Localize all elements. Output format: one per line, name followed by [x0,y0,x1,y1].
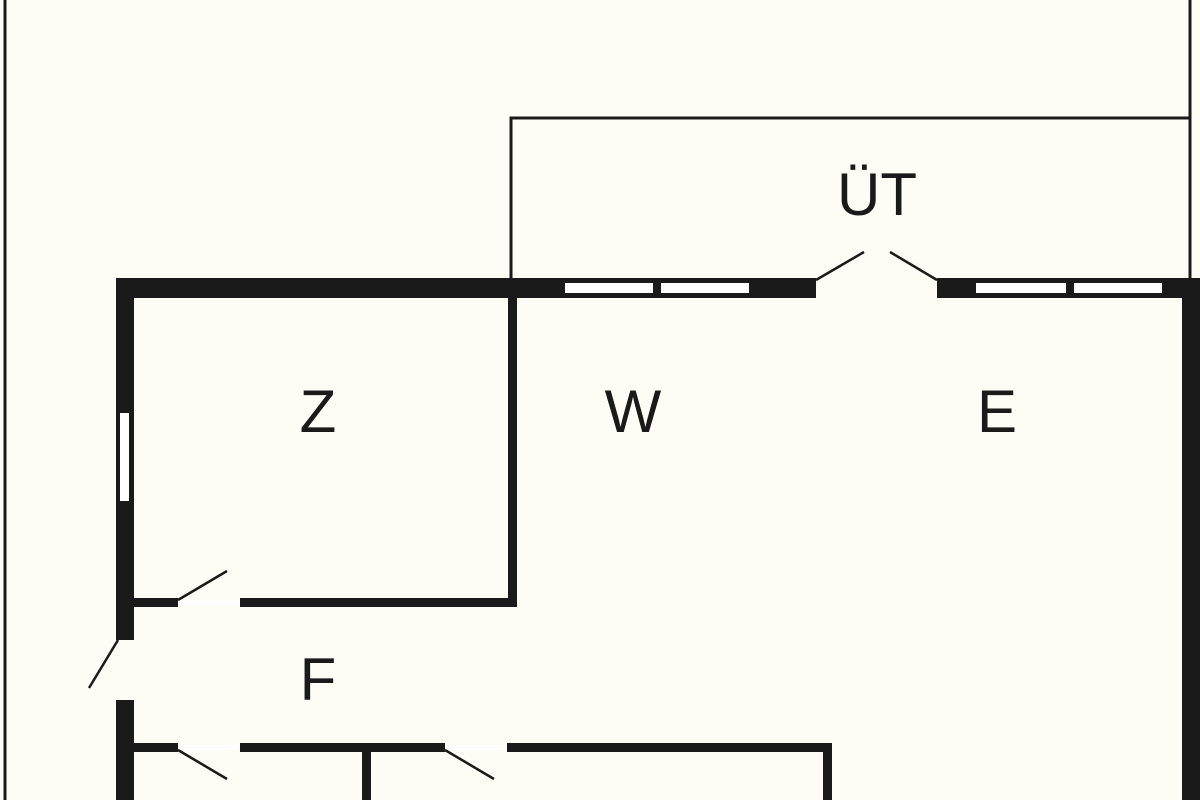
lower-door-leaf-2 [444,748,495,781]
door-opening-lower-1 [180,745,238,750]
room-label-e: E [977,378,1017,445]
lower-wall-seg-2 [240,743,445,752]
window-top-4 [1072,281,1164,295]
window-top-1 [563,281,655,295]
z-south-wall-west [116,598,178,607]
boundary-lines [3,0,1192,800]
terrace-door-left-leaf [815,250,865,282]
z-east-wall [508,278,517,606]
windows [118,281,1164,750]
window-top-3 [974,281,1068,295]
lower-door-leaf-1 [177,748,228,781]
room-label-ut: ÜT [837,161,917,228]
window-top-2 [659,281,751,295]
room-label-f: F [300,646,337,713]
door-opening-z [180,600,238,605]
room-label-w: W [605,378,662,445]
door-opening-lower-2 [447,745,505,750]
right-wall [1182,278,1200,800]
room-label-z: Z [300,378,337,445]
terrace-door-right-leaf [889,250,938,282]
z-south-wall-east [240,598,517,607]
window-left [118,411,131,503]
lower-partition-left [362,743,371,800]
door-swings [87,250,938,781]
lower-wall-seg-1 [116,743,178,752]
z-door-leaf [177,569,228,602]
walls [116,278,1200,800]
terrace-outline [509,116,1190,280]
lower-wall-seg-3 [507,743,832,752]
entrance-door-leaf [87,639,120,689]
lower-partition-right [823,743,832,800]
